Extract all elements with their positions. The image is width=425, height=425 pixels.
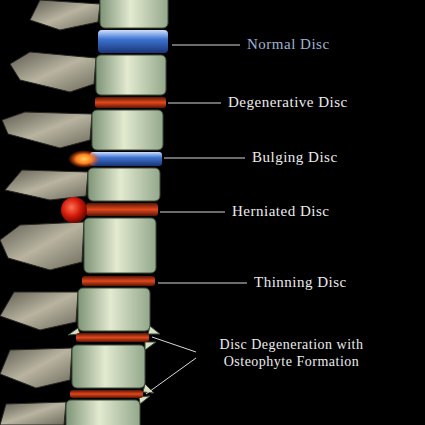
disc-label: Thinning Disc [254, 273, 347, 291]
disc-label: Disc Degeneration with Osteophyte Format… [204, 337, 379, 371]
disc-label: Herniated Disc [232, 202, 329, 220]
disc-label: Normal Disc [247, 35, 330, 53]
disc-label: Bulging Disc [252, 148, 338, 166]
disc-label: Degenerative Disc [228, 93, 348, 111]
